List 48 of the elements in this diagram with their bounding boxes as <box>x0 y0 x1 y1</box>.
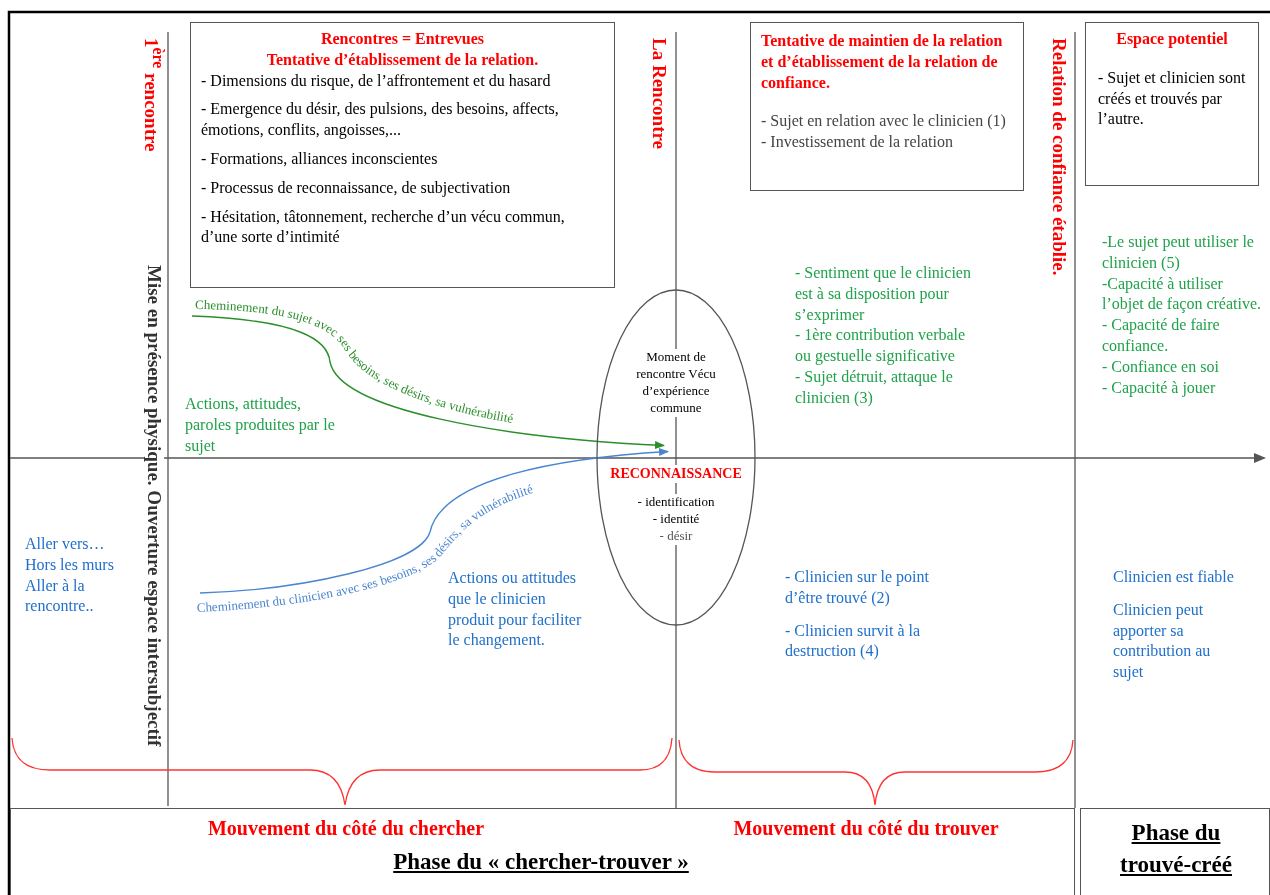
bullet-text: - Hésitation, tâtonnement, recherche d’un vécu commun, d’une sorte d’intimité <box>201 206 566 248</box>
note-text: Hors les murs <box>25 554 115 575</box>
bullet-text: - Processus de reconnaissance, de subjectivation <box>201 177 512 199</box>
phase-label: Mouvement du côté du trouver <box>732 816 1000 841</box>
ellipse-heading: RECONNAISSANCE <box>610 465 742 484</box>
bullet-text: - Investissement de la relation <box>761 132 954 153</box>
vertical-label: Mise en présence physique. Ouverture espace intersubjectif <box>145 265 164 747</box>
arrow <box>191 315 665 449</box>
bullet-text: - Sentiment que le clinicien est à sa disposition pour s’exprimer <box>795 263 972 326</box>
phase-box <box>1080 808 1270 895</box>
bullet-text: - Confiance en soi <box>1102 356 1220 377</box>
list-item: - identité <box>652 511 700 528</box>
list-item: - identification <box>637 494 715 511</box>
bullet-text: - Clinicien sur le point d’être trouvé (2) <box>785 567 930 609</box>
bullet-text: - Emergence du désir, des pulsions, des besoins, affects, émotions, conflits, angoisses,... <box>201 99 560 141</box>
ellipse-text: Moment de rencontre Vécu d’expérience commune <box>636 349 716 417</box>
bullet-text: - Sujet détruit, attaque le clinicien (3) <box>795 367 954 409</box>
bullet-text: - 1ère contribution verbale ou gestuelle significative <box>795 325 967 367</box>
bullet-text: - Dimensions du risque, de l’affrontement et du hasard <box>201 70 552 92</box>
box-heading: Espace potentiel <box>1115 29 1229 50</box>
bullet-text: -Capacité à utiliser l’objet de façon créative. <box>1102 273 1262 315</box>
vertical-heading: La Rencontre <box>650 38 669 149</box>
text-box <box>190 22 615 288</box>
bullet-text: - Sujet et clinicien sont créés et trouvés par l’autre. <box>1098 67 1246 130</box>
box-subheading: Tentative d’établissement de la relation. <box>265 49 540 70</box>
bullet-text: - Capacité de faire confiance. <box>1102 315 1221 356</box>
note-text: Aller à la rencontre.. <box>25 575 95 617</box>
phase-label: Mouvement du côté du chercher <box>206 816 486 841</box>
description-text: Actions, attitudes, paroles produites par le sujet <box>185 394 336 457</box>
note-text: Clinicien est fiable <box>1113 567 1235 587</box>
text-box <box>750 22 1024 191</box>
bullet-text: - Clinicien survit à la destruction (4) <box>785 620 922 662</box>
phase-box <box>10 808 1075 895</box>
box-heading: Rencontres = Entrevues <box>319 29 486 49</box>
text-box <box>1085 22 1259 186</box>
phase-title: Phase du « chercher-trouver » <box>392 848 690 876</box>
phase-title: Phase du trouvé-créé <box>1119 819 1233 880</box>
bullet-text: - Capacité à jouer <box>1102 377 1217 399</box>
vertical-heading: Relation de confiance établie. <box>1050 38 1069 276</box>
arrow <box>199 448 669 594</box>
list-item: - désir <box>659 528 693 545</box>
description-text: Actions ou attitudes que le clinicien produit pour faciliter le changement. <box>448 568 583 651</box>
note-text: Aller vers… <box>25 534 106 554</box>
bullet-text: - Formations, alliances inconscientes <box>201 149 439 169</box>
bullet-text: -Le sujet peut utiliser le clinicien (5) <box>1102 232 1255 274</box>
bullet-text: - Sujet en relation avec le clinicien (1) <box>761 111 1007 132</box>
box-heading: Tentative de maintien de la relation et d’établissement de la relation de confiance. <box>761 31 1004 93</box>
note-text: Clinicien peut apporter sa contribution au sujet <box>1113 599 1212 683</box>
